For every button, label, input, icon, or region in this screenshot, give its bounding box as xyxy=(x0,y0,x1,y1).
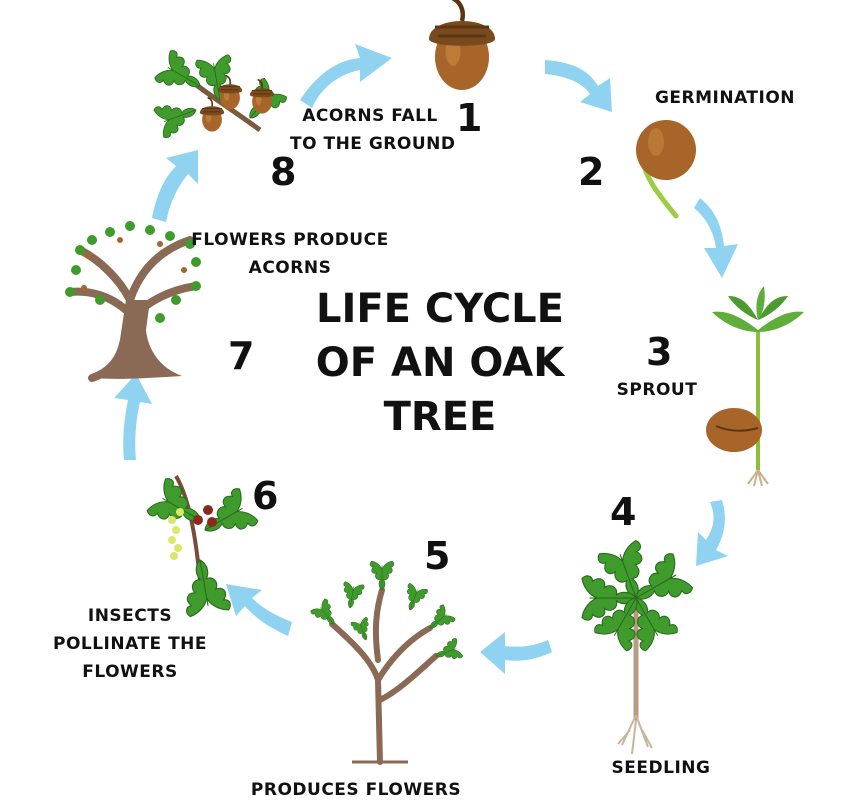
cycle-arrows xyxy=(114,44,738,674)
stage-number-3: 3 xyxy=(646,330,673,374)
acorns-on-branch-illustration xyxy=(152,48,289,140)
stage-label-2: GERMINATION xyxy=(654,88,796,108)
diagram-title: LIFE CYCLE OF AN OAK TREE xyxy=(315,286,565,440)
arrow-2-to-3 xyxy=(694,198,738,278)
stage-number-4: 4 xyxy=(610,490,637,534)
stage-number-1: 1 xyxy=(456,96,483,140)
arrow-8-to-1 xyxy=(300,44,392,108)
seedling-illustration xyxy=(581,539,695,755)
stage-label-3: SPROUT xyxy=(616,380,698,400)
young-tree-illustration xyxy=(309,560,464,765)
arrow-4-to-5 xyxy=(480,632,552,674)
germinating-acorn-illustration xyxy=(636,120,696,219)
stage-label-7: FLOWERS PRODUCE ACORNS xyxy=(191,230,389,278)
mature-tree-illustration xyxy=(65,221,201,382)
arrow-5-to-6 xyxy=(226,584,292,636)
stage-number-2: 2 xyxy=(578,150,605,194)
arrow-6-to-7 xyxy=(114,374,152,460)
stage-label-1: ACORNS FALL TO THE GROUND xyxy=(290,106,456,154)
catkin-flowers xyxy=(168,508,184,560)
stage-label-4: SEEDLING xyxy=(611,758,711,778)
acorn-illustration xyxy=(429,0,495,90)
stage-number-5: 5 xyxy=(424,534,451,578)
arrow-3-to-4 xyxy=(696,500,728,566)
stage-label-6: INSECTS POLLINATE THE FLOWERS xyxy=(52,606,208,682)
arrow-1-to-2 xyxy=(545,60,612,112)
stage-number-8: 8 xyxy=(270,150,297,194)
stage-label-5: PRODUCES FLOWERS xyxy=(250,780,462,800)
stage-number-7: 7 xyxy=(228,334,255,378)
stage-number-6: 6 xyxy=(252,474,279,518)
flowering-branch-illustration xyxy=(145,474,260,618)
arrow-7-to-8 xyxy=(152,150,198,222)
sprout-illustration xyxy=(706,286,804,487)
